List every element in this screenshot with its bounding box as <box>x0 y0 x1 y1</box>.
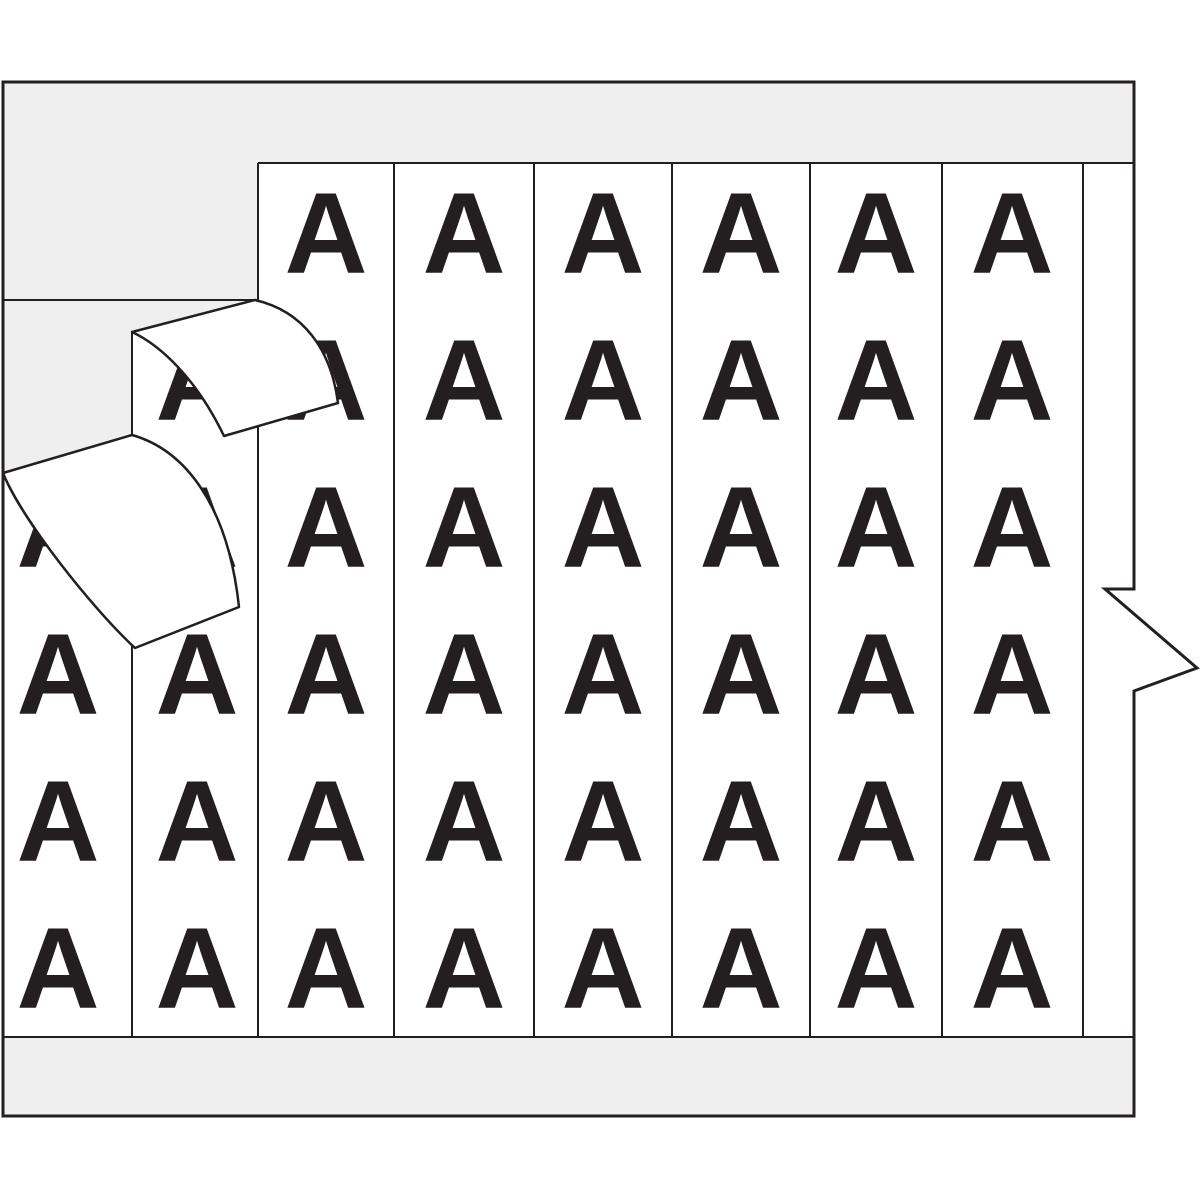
marker-letter: A <box>970 317 1053 445</box>
marker-strip-9 <box>1083 163 1134 1037</box>
marker-letter: A <box>284 905 367 1033</box>
card-outline-and-arrow-notch <box>1 80 1200 1118</box>
marker-letter: A <box>284 170 367 298</box>
marker-strip-7 <box>810 163 942 1037</box>
marker-letter: A <box>834 317 917 445</box>
marker-letter: A <box>422 170 505 298</box>
marker-letter: A <box>970 905 1053 1033</box>
strip-grid-lines <box>3 162 1134 1038</box>
marker-letter: A <box>561 905 644 1033</box>
marker-letter: A <box>561 170 644 298</box>
marker-letter: A <box>699 464 782 592</box>
marker-letter: A <box>561 758 644 886</box>
peeled-label-lower <box>1 433 241 650</box>
marker-letter: A <box>699 170 782 298</box>
marker-letter: A <box>834 170 917 298</box>
marker-letter: A <box>970 464 1053 592</box>
marker-letter: A <box>970 611 1053 739</box>
marker-strip-4 <box>394 163 534 1037</box>
marker-letter: A <box>155 758 238 886</box>
marker-letters: AAAAAAAAAAAAAAAAAAAAAAAAAAAAAAAAAAAAAAAA… <box>16 170 1053 1033</box>
marker-strip-5 <box>534 163 672 1037</box>
marker-letter: A <box>422 317 505 445</box>
marker-letter: A <box>284 758 367 886</box>
marker-letter: A <box>561 611 644 739</box>
marker-letter: A <box>699 611 782 739</box>
marker-strip-8 <box>942 163 1083 1037</box>
peeled-label-upper <box>130 298 340 438</box>
marker-letter: A <box>16 905 99 1033</box>
marker-letter: A <box>422 464 505 592</box>
marker-letter: A <box>561 464 644 592</box>
bottom-liner-band <box>3 1037 1134 1116</box>
marker-letter: A <box>155 905 238 1033</box>
marker-strip-6 <box>672 163 810 1037</box>
marker-letter: A <box>16 611 99 739</box>
marker-letter: A <box>970 170 1053 298</box>
marker-letter: A <box>284 611 367 739</box>
marker-letter: A <box>561 317 644 445</box>
marker-letter: A <box>422 611 505 739</box>
marker-letter: A <box>834 464 917 592</box>
marker-letter: A <box>834 611 917 739</box>
marker-letter: A <box>699 758 782 886</box>
marker-letter: A <box>422 905 505 1033</box>
marker-letter: A <box>16 758 99 886</box>
marker-letter: A <box>422 758 505 886</box>
marker-letter: A <box>834 758 917 886</box>
marker-letter: A <box>834 905 917 1033</box>
marker-letter: A <box>699 317 782 445</box>
marker-letter: A <box>284 464 367 592</box>
exposed-liner-area <box>3 163 258 473</box>
marker-letter: A <box>970 758 1053 886</box>
top-liner-band <box>3 82 1134 163</box>
marker-letter: A <box>699 905 782 1033</box>
